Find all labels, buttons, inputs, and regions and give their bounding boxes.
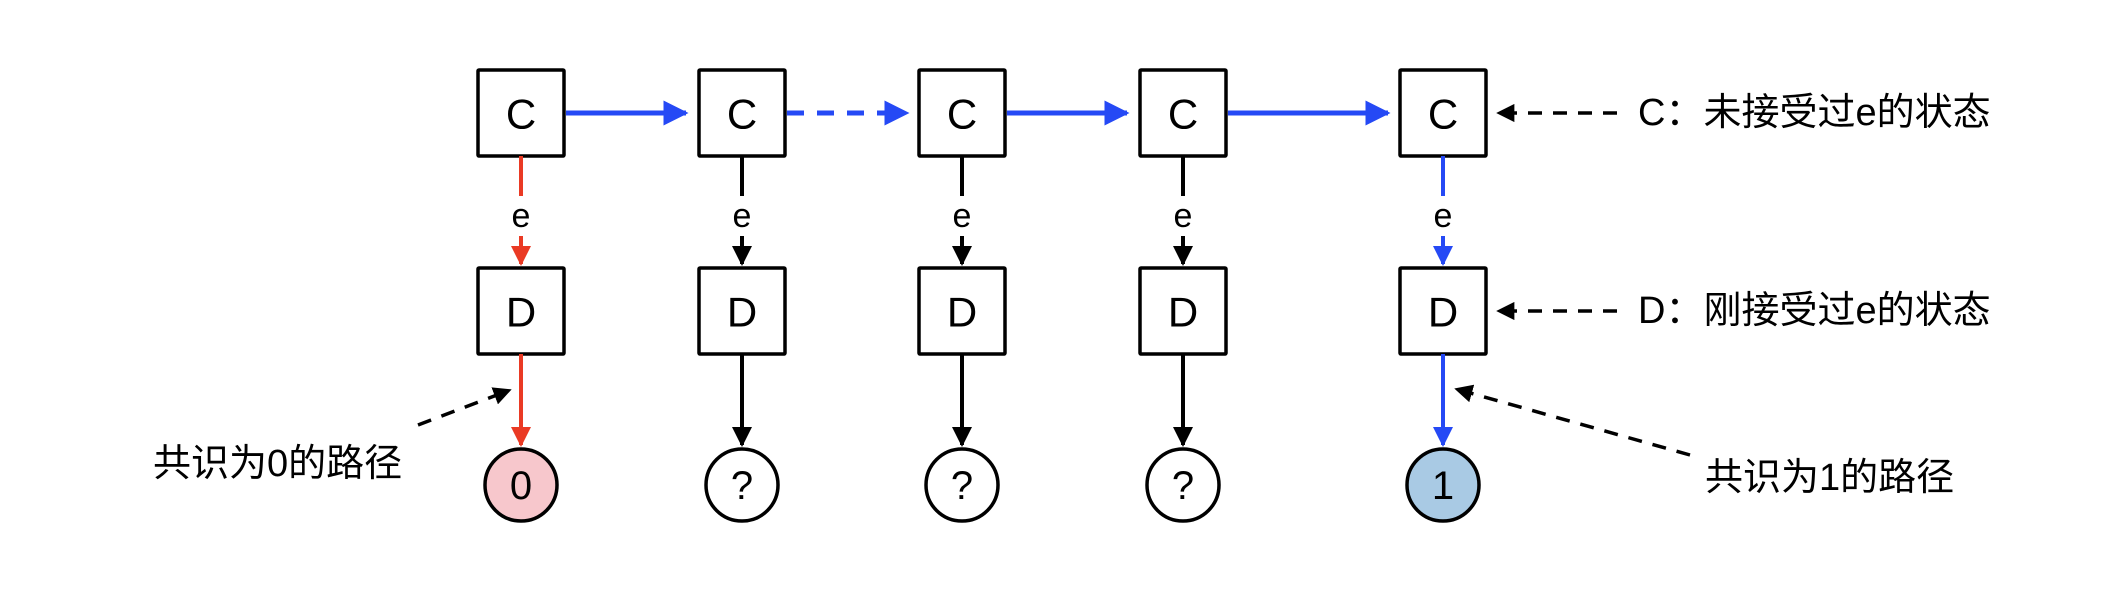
outcome-label-1: ? [731, 464, 753, 508]
state-box-d-0-label: D [506, 289, 536, 336]
column-1: C e D ? [697, 68, 787, 523]
outcome-label-0: 0 [510, 464, 532, 508]
event-label-2: e [953, 197, 972, 235]
column-3: C e D ? [1138, 68, 1228, 523]
outcome-circle-3[interactable] [1145, 447, 1221, 523]
state-box-c-0-label: C [506, 91, 536, 138]
outcome-label-3: ? [1172, 464, 1194, 508]
legend-d-text: D：刚接受过e的状态 [1638, 290, 1991, 332]
state-box-c-2-label: C [947, 91, 977, 138]
state-box-d-2-label: D [947, 289, 977, 336]
column-4: C e D 1 [1398, 68, 1488, 523]
state-box-d-3-label: D [1168, 289, 1198, 336]
label-path-one: 共识为1的路径 [1705, 457, 1954, 499]
outcome-label-2: ? [951, 464, 973, 508]
column-0: C e D 0 [476, 68, 566, 523]
column-2: C e D ? [917, 68, 1007, 523]
state-box-d-4-label: D [1428, 289, 1458, 336]
event-label-1: e [733, 197, 752, 235]
callout-line-path-zero [417, 387, 512, 427]
outcome-circle-0[interactable] [483, 447, 559, 523]
state-box-c-1-label: C [727, 91, 757, 138]
state-box-c-4-label: C [1428, 91, 1458, 138]
legend-c-text: C：未接受过e的状态 [1638, 92, 1991, 134]
event-label-3: e [1174, 197, 1193, 235]
outcome-label-4: 1 [1432, 464, 1454, 508]
state-box-c-3-label: C [1168, 91, 1198, 138]
callout-line-path-one [1454, 384, 1691, 457]
outcome-circle-4[interactable] [1405, 447, 1481, 523]
outcome-circle-2[interactable] [924, 447, 1000, 523]
outcome-circle-1[interactable] [704, 447, 780, 523]
state-box-d-1-label: D [727, 289, 757, 336]
event-label-4: e [1434, 197, 1453, 235]
event-label-0: e [512, 197, 531, 235]
label-path-zero: 共识为0的路径 [153, 443, 402, 485]
